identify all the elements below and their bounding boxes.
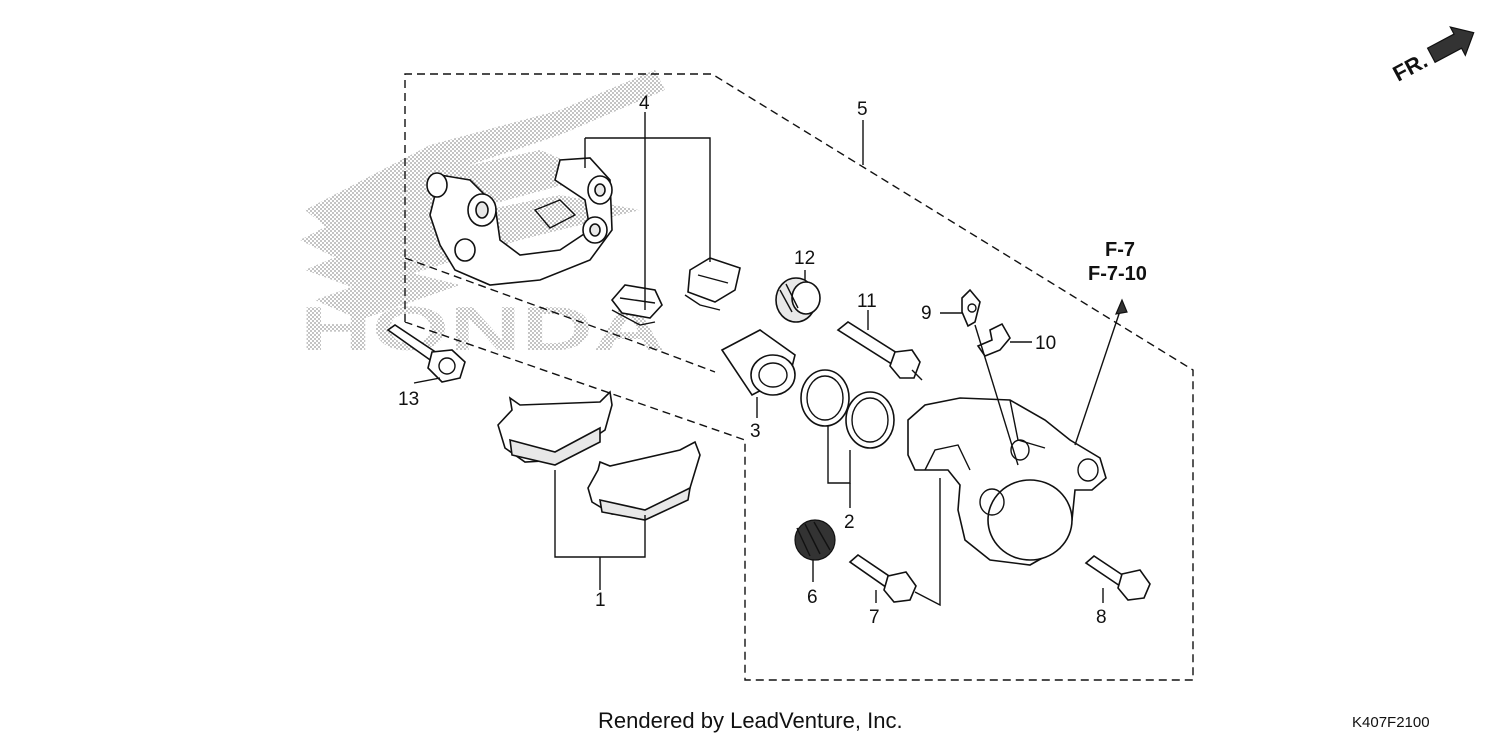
- pad-spring-clip: [610, 257, 741, 326]
- bolt-13: [386, 324, 466, 383]
- boot: [775, 277, 821, 323]
- render-credit: Rendered by LeadVenture, Inc.: [598, 708, 903, 733]
- bleeder-cap: [976, 322, 1011, 357]
- bleeder-valve: [961, 288, 981, 328]
- callout-3: 3: [750, 421, 761, 442]
- callout-11: 11: [857, 291, 877, 312]
- piston-seals: [800, 369, 895, 449]
- dust-boot: [794, 519, 836, 561]
- caliper-body: [907, 397, 1107, 566]
- leader-lines: [413, 112, 1128, 607]
- callout-2: 2: [844, 512, 855, 533]
- callout-8: 8: [1096, 607, 1107, 628]
- callout-5: 5: [857, 99, 868, 120]
- reference-label: F-7: [1105, 239, 1135, 261]
- callout-7: 7: [869, 607, 880, 628]
- bolt-8: [1084, 554, 1151, 601]
- callout-10: 10: [1035, 333, 1056, 354]
- callout-1: 1: [595, 590, 606, 611]
- front-direction-indicator: FR.: [1389, 26, 1475, 87]
- callout-12: 12: [794, 248, 815, 269]
- caliper-bracket: [426, 157, 613, 286]
- slide-pin-11: [836, 321, 923, 381]
- arrow-icon: [1426, 26, 1475, 64]
- diagram-code: K407F2100: [1352, 714, 1430, 731]
- assembly-boundary: [404, 73, 1194, 681]
- bolt-7: [848, 553, 917, 603]
- reference-sublabel: F-7-10: [1088, 263, 1147, 285]
- front-direction-label: FR.: [1389, 48, 1432, 87]
- callout-13: 13: [398, 389, 419, 410]
- callout-6: 6: [807, 587, 818, 608]
- callout-4: 4: [639, 93, 650, 114]
- brake-pads: [497, 390, 701, 521]
- callout-9: 9: [921, 303, 932, 324]
- piston: [720, 329, 796, 397]
- honda-watermark-text: HONDA: [300, 295, 665, 364]
